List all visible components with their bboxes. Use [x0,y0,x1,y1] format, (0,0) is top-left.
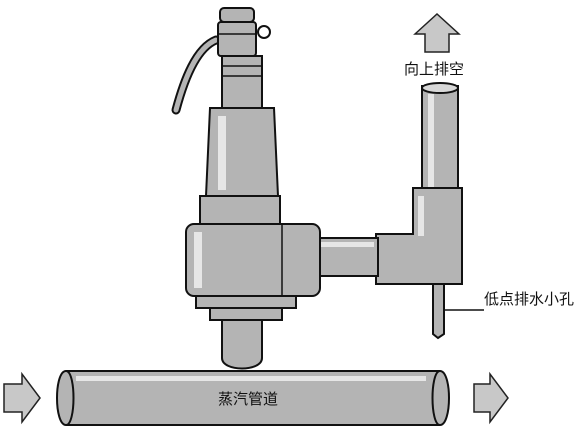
outlet-pipe [315,237,379,277]
valve-body [185,223,321,297]
vent-up-label: 向上排空 [404,60,464,78]
elbow-fitting [375,187,463,285]
outflow-arrow-icon [473,371,509,425]
bonnet-base [199,195,281,225]
steam-pipe [56,370,450,426]
steam-pipe-label: 蒸汽管道 [218,390,278,408]
valve-bonnet [204,107,280,197]
inflow-arrow-icon [3,371,41,425]
valve-cap [217,7,271,57]
vent-pipe [421,82,459,197]
valve-flange [195,295,297,321]
valve-stem [221,55,263,109]
inlet-neck [221,319,263,370]
vent-up-arrow-icon [413,12,461,53]
drain-hole-label: 低点排水小孔 [484,290,574,308]
drain-tube [432,283,445,340]
valve-lever [171,35,221,115]
